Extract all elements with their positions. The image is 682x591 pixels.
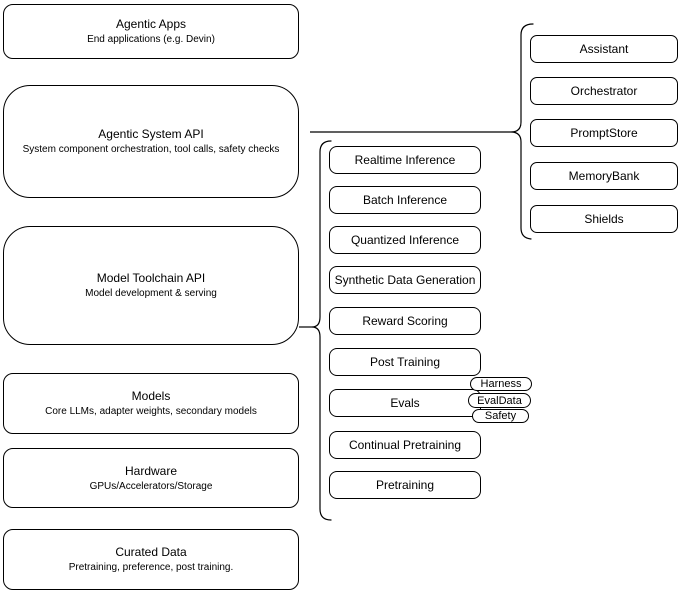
node-quantized-inference: Quantized Inference xyxy=(329,226,481,254)
node-synthetic-data-generation: Synthetic Data Generation xyxy=(329,266,481,294)
node-assistant: Assistant xyxy=(530,35,678,63)
tag-evaldata: EvalData xyxy=(468,393,531,408)
node-orchestrator: Orchestrator xyxy=(530,77,678,105)
node-subtitle: Pretraining, preference, post training. xyxy=(68,562,234,573)
node-curated-data: Curated Data Pretraining, preference, po… xyxy=(3,529,299,590)
node-models: Models Core LLMs, adapter weights, secon… xyxy=(3,373,299,434)
node-subtitle: Model development & serving xyxy=(85,288,217,299)
node-shields: Shields xyxy=(530,205,678,233)
brace-toolchain xyxy=(311,140,332,521)
node-title: Agentic Apps xyxy=(115,17,187,31)
node-title: Model Toolchain API xyxy=(96,271,206,285)
node-batch-inference: Batch Inference xyxy=(329,186,481,214)
node-subtitle: Core LLMs, adapter weights, secondary mo… xyxy=(45,406,257,417)
node-promptstore: PromptStore xyxy=(530,119,678,147)
node-agentic-system-api: Agentic System API System component orch… xyxy=(3,85,299,198)
node-subtitle: End applications (e.g. Devin) xyxy=(87,34,215,45)
node-title: Agentic System API xyxy=(98,127,204,141)
tag-safety: Safety xyxy=(472,409,529,423)
node-reward-scoring: Reward Scoring xyxy=(329,307,481,335)
node-subtitle: GPUs/Accelerators/Storage xyxy=(89,480,213,492)
node-subtitle: System component orchestration, tool cal… xyxy=(22,144,280,155)
node-evals: Evals xyxy=(329,389,481,417)
node-realtime-inference: Realtime Inference xyxy=(329,146,481,174)
node-agentic-apps: Agentic Apps End applications (e.g. Devi… xyxy=(3,4,299,59)
node-memorybank: MemoryBank xyxy=(530,162,678,190)
node-title: Hardware xyxy=(124,463,178,478)
node-title: Models xyxy=(131,389,171,403)
node-model-toolchain-api: Model Toolchain API Model development & … xyxy=(3,226,299,345)
node-title: Curated Data xyxy=(115,545,187,559)
node-continual-pretraining: Continual Pretraining xyxy=(329,431,481,459)
tag-harness: Harness xyxy=(470,377,532,391)
node-hardware: Hardware GPUs/Accelerators/Storage xyxy=(3,448,299,508)
node-pretraining: Pretraining xyxy=(329,471,481,499)
brace-system-components xyxy=(510,23,534,240)
node-post-training: Post Training xyxy=(329,348,481,376)
